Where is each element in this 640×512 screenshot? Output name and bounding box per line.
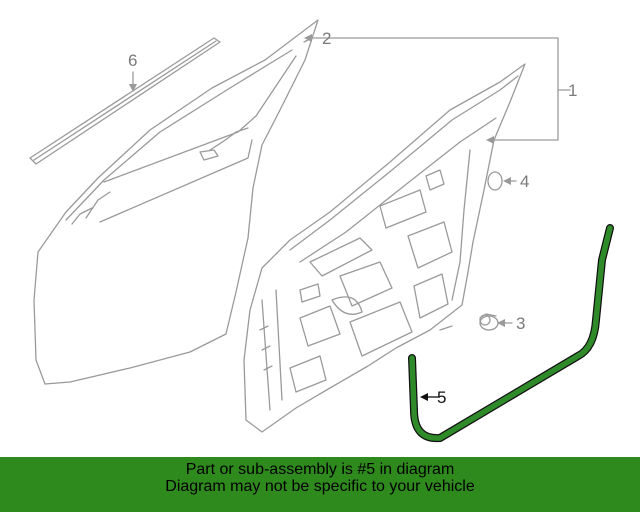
callout-label-4: 4 [520,172,529,191]
banner-line-part-number: Part or sub-assembly is #5 in diagram [185,461,455,478]
callout-label-3: 3 [516,314,525,333]
banner-line-disclaimer: Diagram may not be specific to your vehi… [165,478,475,495]
parts-diagram: 2 1 6 4 3 5 [29,19,614,443]
callout-arrowheads [129,34,511,327]
grommet-part-3 [479,313,499,331]
inner-door-frame-part-1 [243,63,526,433]
callout-label-2: 2 [322,29,331,48]
callout-label-6: 6 [128,51,137,70]
info-banner: Part or sub-assembly is #5 in diagram Di… [0,457,640,512]
plug-part-4 [487,171,503,191]
weatherstrip-part-5 [408,224,614,443]
callout-label-1: 1 [568,81,577,100]
belt-molding-part-6 [29,37,221,165]
outer-door-panel-part-2 [33,19,319,385]
callout-label-5: 5 [437,388,446,407]
